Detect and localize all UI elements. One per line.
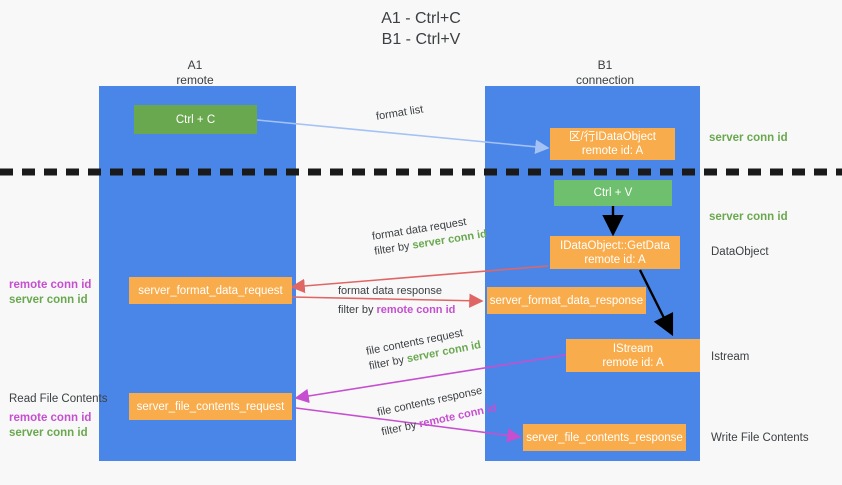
label-remote-conn-id-upper: remote conn id — [9, 279, 92, 291]
label-server-conn-id-mid-text: server conn id — [709, 211, 788, 223]
column-a1-name: A1 — [187, 58, 203, 72]
node-ole-idataobject-line2: remote id: A — [581, 145, 644, 157]
label-server-conn-id-upper: server conn id — [9, 294, 88, 306]
label-conn-ids-upper: remote conn id server conn id — [9, 278, 91, 308]
label-remote-conn-id-lower: remote conn id — [9, 412, 92, 424]
arrow-label-format-data-response-line1: format data response — [338, 285, 442, 297]
title-line-1: A1 - Ctrl+C — [381, 10, 461, 27]
node-ctrl-c[interactable]: Ctrl + C — [134, 105, 257, 134]
filter-prefix-2: filter by — [338, 304, 377, 316]
node-getdata-line1: IDataObject::GetData — [560, 239, 670, 252]
node-ole-idataobject[interactable]: 区/行IDataObject remote id: A — [550, 128, 675, 160]
title-line-2: B1 - Ctrl+V — [381, 31, 461, 48]
arrow-label-file-contents-request: file contents request filter by server c… — [365, 323, 482, 374]
label-server-conn-id-mid: server conn id — [709, 210, 788, 225]
column-header-a1: A1 remote — [125, 58, 265, 88]
arrow-label-format-data-response-line2: filter by remote conn id — [338, 303, 455, 318]
node-getdata-line2: remote id: A — [584, 253, 646, 266]
label-write-file-contents: Write File Contents — [711, 432, 809, 444]
node-istream-line1: IStream — [612, 342, 654, 355]
label-istream: Istream — [711, 351, 750, 363]
label-server-conn-id-lower: server conn id — [9, 427, 88, 439]
label-read-file-contents: Read File Contents — [9, 393, 108, 405]
node-ctrl-v[interactable]: Ctrl + V — [554, 180, 672, 206]
label-server-conn-id-top-text: server conn id — [709, 132, 788, 144]
arrow-label-format-list-text: format list — [375, 103, 425, 123]
filter-value-2: remote conn id — [376, 304, 456, 316]
node-server-format-data-request[interactable]: server_format_data_request — [129, 277, 292, 304]
label-server-conn-id-top: server conn id — [709, 131, 788, 146]
node-istream-line2: remote id: A — [602, 356, 664, 369]
column-a1-role: remote — [176, 73, 214, 87]
node-server-file-contents-response[interactable]: server_file_contents_response — [523, 424, 686, 451]
column-b1-role: connection — [575, 73, 635, 87]
arrow-label-format-data-request: format data request filter by server con… — [371, 212, 488, 259]
node-ole-idataobject-line1: 区/行IDataObject — [569, 131, 656, 143]
arrow-label-format-list: format list — [375, 103, 424, 125]
page-title: A1 - Ctrl+C B1 - Ctrl+V — [0, 8, 842, 50]
node-idataobject-getdata[interactable]: IDataObject::GetData remote id: A — [550, 236, 680, 269]
node-server-format-data-response[interactable]: server_format_data_response — [487, 287, 646, 314]
filter-prefix-4: filter by — [380, 418, 421, 439]
column-header-b1: B1 connection — [535, 58, 675, 88]
arrow-label-format-data-response: format data response filter by remote co… — [338, 284, 455, 318]
label-dataobject: DataObject — [711, 246, 769, 258]
column-b1-name: B1 — [597, 58, 613, 72]
node-server-file-contents-request[interactable]: server_file_contents_request — [129, 393, 292, 420]
node-istream[interactable]: IStream remote id: A — [566, 339, 700, 372]
arrow-label-file-contents-response: file contents response filter by remote … — [376, 382, 498, 441]
label-conn-ids-lower: remote conn id server conn id — [9, 411, 91, 441]
